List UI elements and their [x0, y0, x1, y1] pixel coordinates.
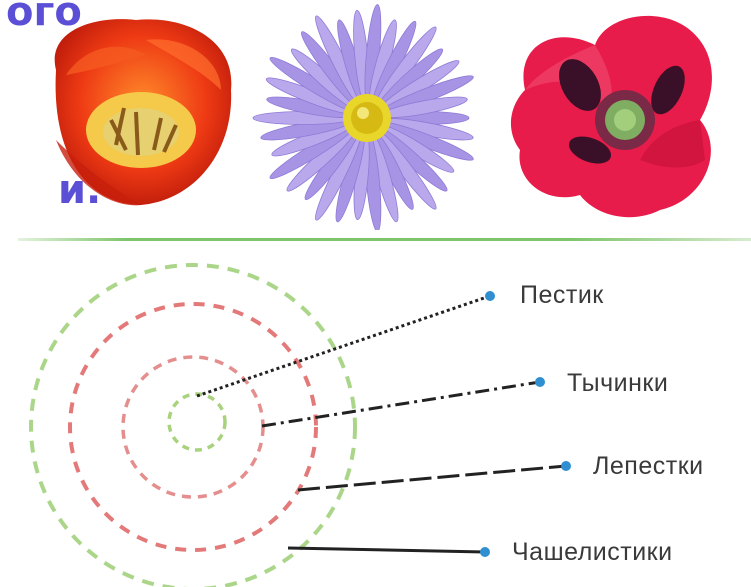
petals-label: Лепестки: [593, 452, 704, 481]
stamens-label: Тычинки: [567, 369, 668, 398]
section-divider: [18, 238, 751, 241]
stamens-pointer-dot: [535, 377, 545, 387]
tulip-photo: [36, 0, 246, 210]
stamens-pointer-line: [262, 382, 540, 426]
flower-structure-diagram: [0, 244, 751, 587]
pistil-ring: [169, 394, 225, 450]
petals-pointer-dot: [561, 461, 571, 471]
pistil-pointer-line: [197, 296, 490, 396]
pistil-pointer-dot: [485, 291, 495, 301]
aster-photo: [250, 0, 480, 230]
pistil-label: Пестик: [520, 281, 604, 310]
stamens-ring: [123, 357, 263, 497]
sepals-label: Чашелистики: [512, 538, 673, 567]
sepals-ring: [31, 265, 355, 587]
poppy-photo: [500, 0, 730, 230]
sepals-pointer-dot: [480, 547, 490, 557]
petals-pointer-line: [298, 466, 566, 490]
sepals-pointer-line: [288, 548, 485, 552]
petals-ring: [70, 304, 316, 550]
